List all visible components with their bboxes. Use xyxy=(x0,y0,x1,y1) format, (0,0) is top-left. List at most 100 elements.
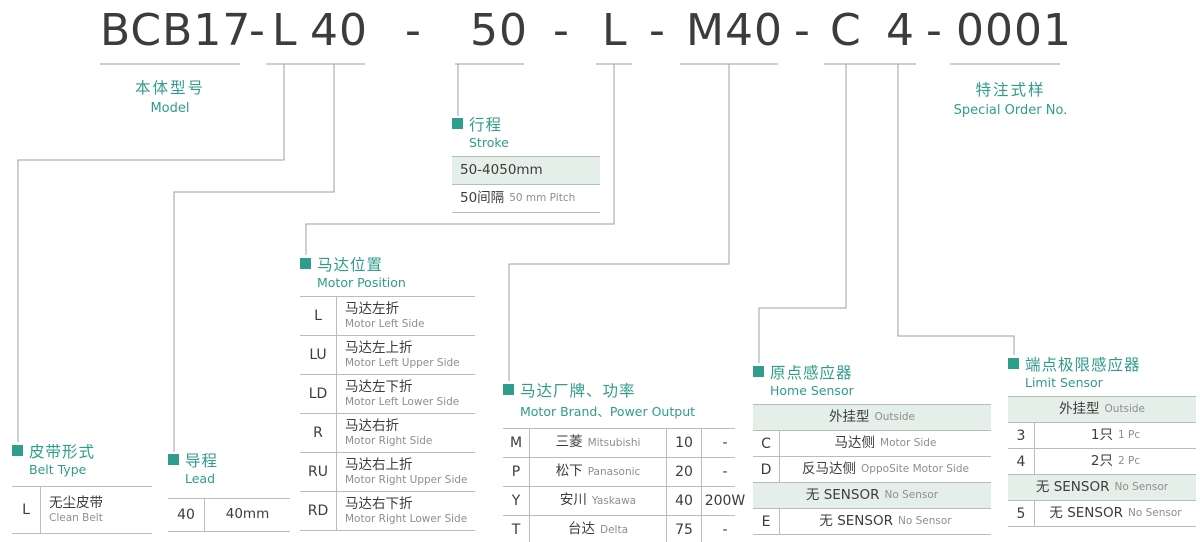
motor-brand-cn: 松下 xyxy=(555,463,583,480)
model-code-segment: 4 xyxy=(886,5,915,56)
group-label-en: No Sensor xyxy=(884,489,939,502)
motor-position-desc: 马达右折 Motor Right Side xyxy=(337,417,475,449)
stroke-title-en: Stroke xyxy=(469,135,509,150)
motor-position-cn: 马达右下折 xyxy=(345,496,413,512)
limit-sensor-desc: 无 SENSOR No Sensor xyxy=(1035,504,1196,524)
motor-brand-title-en: Motor Brand、Power Output xyxy=(520,404,696,419)
section-bullet-icon xyxy=(300,258,311,269)
limit-sensor-cn: 2只 xyxy=(1090,452,1113,469)
model-code-segment: L xyxy=(602,5,628,56)
group-label-cn: 外挂型 xyxy=(1058,400,1100,417)
home-sensor-cn: 反马达侧 xyxy=(802,460,857,477)
group-label-en: No Sensor xyxy=(1114,481,1169,494)
model-code-segment: C xyxy=(830,5,862,56)
limit-sensor-table: 外挂型 Outside 3 1只 1 Pc 4 2只 2 Pc 无 SENSOR… xyxy=(1008,396,1196,527)
motor-brand-name: 安川 Yaskawa xyxy=(530,487,667,515)
motor-position-cn: 马达左上折 xyxy=(345,340,413,356)
motor-brand-name: 松下 Panasonic xyxy=(530,458,667,486)
limit-sensor-row: 3 1只 1 Pc xyxy=(1008,423,1196,449)
limit-sensor-title-cn: 端点极限感应器 xyxy=(1025,355,1141,374)
motor-power-value: - xyxy=(722,522,728,538)
motor-brand-row: P 松下 Panasonic 20 - xyxy=(503,458,735,487)
model-code-segment: BCB17 xyxy=(100,5,252,56)
stroke-title-cn: 行程 xyxy=(469,115,503,134)
motor-position-code: L xyxy=(300,297,337,335)
home-sensor-row: E 无 SENSOR No Sensor xyxy=(753,509,991,535)
model-code-dash: - xyxy=(405,5,422,56)
section-bullet-icon xyxy=(12,445,23,456)
motor-position-section: 马达位置 Motor Position L 马达左折 Motor Left Si… xyxy=(300,254,475,531)
home-sensor-desc: 反马达侧 OppoSite Motor Side xyxy=(780,460,991,480)
model-code-dash: - xyxy=(926,5,943,56)
section-bullet-icon xyxy=(753,366,764,377)
motor-position-code: R xyxy=(300,414,337,452)
motor-brand-cn: 台达 xyxy=(567,521,595,538)
motor-position-en: Motor Right Lower Side xyxy=(345,512,468,525)
belt-type-en: Clean Belt xyxy=(49,511,103,524)
limit-sensor-en: No Sensor xyxy=(1127,507,1182,520)
limit-sensor-cn: 1只 xyxy=(1090,426,1113,443)
motor-position-en: Motor Left Side xyxy=(345,317,425,330)
motor-position-code: LD xyxy=(300,375,337,413)
limit-sensor-title-en: Limit Sensor xyxy=(1025,375,1103,390)
motor-position-en: Motor Right Upper Side xyxy=(345,473,468,486)
home-sensor-cn: 无 SENSOR xyxy=(819,512,893,529)
special-order-label-cn: 特注式样 xyxy=(975,81,1046,99)
home-sensor-cn: 马达侧 xyxy=(834,434,876,451)
model-code-segment: 0001 xyxy=(956,5,1072,56)
motor-power-value: 200W xyxy=(704,493,746,509)
section-bullet-icon xyxy=(503,384,514,395)
motor-position-code: RD xyxy=(300,492,337,530)
motor-brand-name: 台达 Delta xyxy=(530,516,667,542)
stroke-pitch-row: 50间隔 50 mm Pitch xyxy=(452,185,600,213)
motor-power-code: 40 xyxy=(667,487,702,515)
limit-sensor-code: 5 xyxy=(1008,501,1035,526)
motor-position-row: LD 马达左下折 Motor Left Lower Side xyxy=(300,375,475,414)
lead-desc: 40mm xyxy=(205,505,290,525)
model-code-segment: 40 xyxy=(310,5,368,56)
model-code-dash: - xyxy=(649,5,666,56)
model-label-en: Model xyxy=(150,101,190,116)
motor-position-en: Motor Right Side xyxy=(345,434,433,447)
motor-position-desc: 马达右上折 Motor Right Upper Side xyxy=(337,456,475,488)
special-order-label: 特注式样 Special Order No. xyxy=(928,78,1093,118)
motor-power-code: 20 xyxy=(667,458,702,486)
belt-type-table: L 无尘皮带 Clean Belt xyxy=(12,486,152,534)
home-sensor-row: D 反马达侧 OppoSite Motor Side xyxy=(753,457,991,483)
group-label-cn: 外挂型 xyxy=(828,408,870,425)
stroke-title: 行程 xyxy=(452,114,600,134)
motor-power-value: - xyxy=(722,435,728,451)
motor-brand-title-cn: 马达厂牌、功率 xyxy=(520,381,636,400)
belt-type-title: 皮带形式 xyxy=(12,441,152,461)
limit-sensor-group-outside: 外挂型 Outside xyxy=(1008,397,1196,423)
lead-title: 导程 xyxy=(168,450,290,470)
belt-type-title-en: Belt Type xyxy=(29,462,87,477)
motor-position-cn: 马达右上折 xyxy=(345,457,413,473)
motor-position-title-cn: 马达位置 xyxy=(317,255,384,274)
belt-type-code: L xyxy=(12,487,41,533)
model-code-segment: L xyxy=(272,5,298,56)
lead-section: 导程 Lead 40 40mm xyxy=(168,450,290,532)
stroke-section: 行程 Stroke 50-4050mm 50间隔 50 mm Pitch xyxy=(452,114,600,213)
motor-brand-row: M 三菱 Mitsubishi 10 - xyxy=(503,429,735,458)
belt-type-section: 皮带形式 Belt Type L 无尘皮带 Clean Belt xyxy=(12,441,152,534)
limit-sensor-desc: 1只 1 Pc xyxy=(1035,426,1196,446)
limit-sensor-row: 4 2只 2 Pc xyxy=(1008,449,1196,475)
lead-table: 40 40mm xyxy=(168,498,290,532)
group-label-en: Outside xyxy=(874,411,916,424)
motor-position-table: L 马达左折 Motor Left Side LU 马达左上折 Motor Le… xyxy=(300,296,475,531)
motor-power-code: 10 xyxy=(667,429,702,457)
limit-sensor-row: 5 无 SENSOR No Sensor xyxy=(1008,501,1196,527)
lead-code: 40 xyxy=(168,499,205,531)
section-bullet-icon xyxy=(1008,358,1019,369)
motor-position-desc: 马达左下折 Motor Left Lower Side xyxy=(337,378,475,410)
home-sensor-en: OppoSite Motor Side xyxy=(861,463,969,476)
home-sensor-title-cn: 原点感应器 xyxy=(770,363,853,382)
motor-power-value: - xyxy=(722,464,728,480)
motor-position-cn: 马达左下折 xyxy=(345,379,413,395)
model-code-dash: - xyxy=(794,5,811,56)
group-label-en: Outside xyxy=(1104,403,1146,416)
home-sensor-table: 外挂型 Outside C 马达侧 Motor Side D 反马达侧 Oppo… xyxy=(753,404,991,535)
motor-position-title: 马达位置 xyxy=(300,254,475,274)
